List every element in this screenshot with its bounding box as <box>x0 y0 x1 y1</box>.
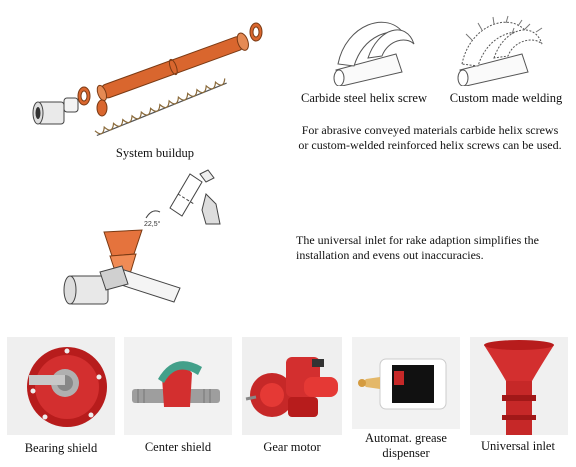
grease-dispenser-photo <box>352 337 460 429</box>
bearing-shield-photo <box>7 337 115 435</box>
carbide-helix-screw-drawing <box>318 14 418 86</box>
helix-description: For abrasive conveyed materials carbide … <box>298 123 562 152</box>
center-shield-label: Center shield <box>144 440 212 454</box>
system-buildup-illustration <box>28 10 268 140</box>
gear-motor-photo <box>242 337 342 435</box>
center-shield-photo <box>124 337 232 435</box>
grease-dispenser-label: Automat. grease dispenser <box>365 431 447 460</box>
universal-inlet-label: Universal inlet <box>481 439 555 453</box>
bearing-shield-label: Bearing shield <box>24 441 98 455</box>
universal-inlet-drawing: 22,5° <box>60 168 250 318</box>
custom-welding-screw-drawing <box>442 14 550 86</box>
universal-inlet-photo <box>470 337 568 435</box>
system-buildup-caption: System buildup <box>115 146 195 160</box>
angle-label: 22,5° <box>144 220 161 228</box>
gear-motor-label: Gear motor <box>263 440 321 454</box>
universal-inlet-description: The universal inlet for rake adaption si… <box>296 233 539 262</box>
custom-welding-caption: Custom made welding <box>449 91 563 105</box>
carbide-helix-caption: Carbide steel helix screw <box>301 91 427 105</box>
